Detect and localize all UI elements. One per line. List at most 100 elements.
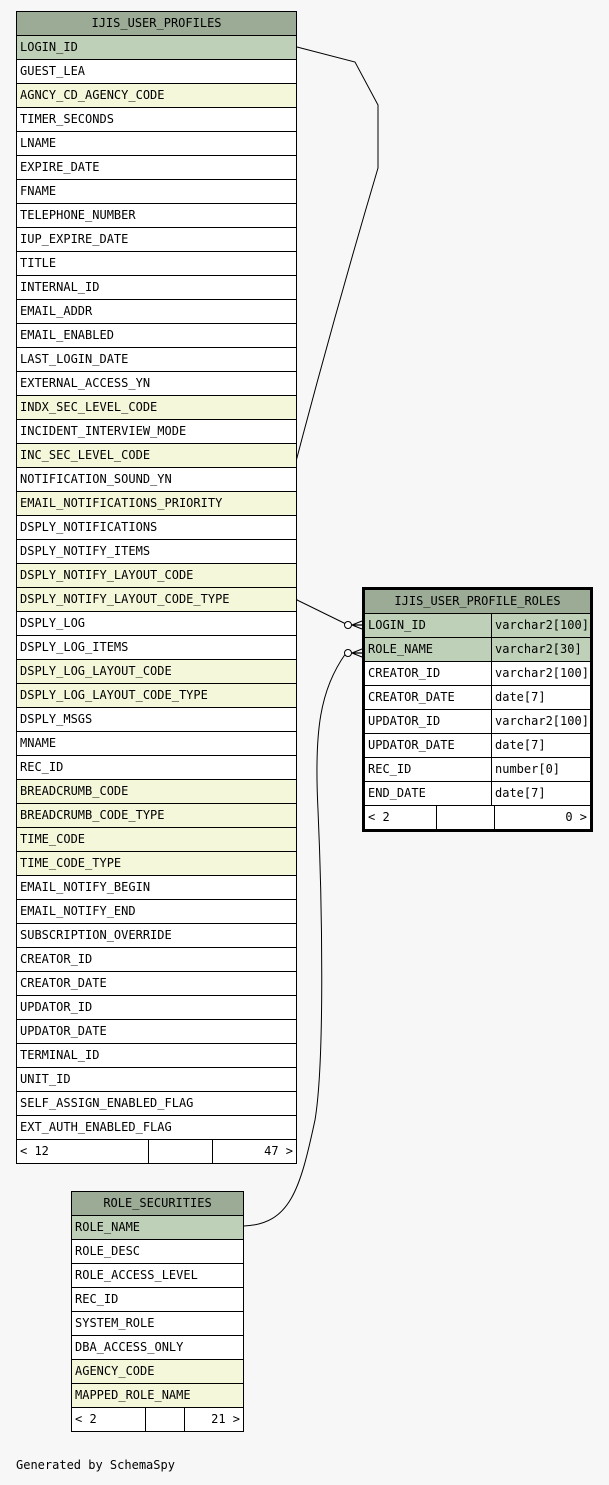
column-name: INCIDENT_INTERVIEW_MODE — [20, 424, 187, 438]
column-row[interactable]: SYSTEM_ROLE — [72, 1312, 243, 1336]
column-row[interactable]: EMAIL_ADDR — [17, 300, 296, 324]
footer-parents-count: < 12 — [20, 1144, 49, 1158]
column-row[interactable]: DSPLY_NOTIFY_ITEMS — [17, 540, 296, 564]
column-row[interactable]: LOGIN_ID varchar2[100] — [365, 614, 590, 638]
column-name: DSPLY_LOG_ITEMS — [20, 640, 129, 654]
column-row[interactable]: LAST_LOGIN_DATE — [17, 348, 296, 372]
column-row[interactable]: INCIDENT_INTERVIEW_MODE — [17, 420, 296, 444]
column-row[interactable]: TELEPHONE_NUMBER — [17, 204, 296, 228]
column-row[interactable]: TIMER_SECONDS — [17, 108, 296, 132]
column-row[interactable]: BREADCRUMB_CODE_TYPE — [17, 804, 296, 828]
column-row[interactable]: NOTIFICATION_SOUND_YN — [17, 468, 296, 492]
column-row[interactable]: BREADCRUMB_CODE — [17, 780, 296, 804]
column-row[interactable]: UPDATOR_ID — [17, 996, 296, 1020]
column-row[interactable]: EXPIRE_DATE — [17, 156, 296, 180]
column-row[interactable]: LNAME — [17, 132, 296, 156]
column-type: varchar2[100] — [491, 614, 590, 637]
column-name: CREATOR_ID — [20, 952, 93, 966]
column-row[interactable]: AGNCY_CD_AGENCY_CODE — [17, 84, 296, 108]
column-type: date[7] — [491, 686, 590, 709]
column-row[interactable]: GUEST_LEA — [17, 60, 296, 84]
column-name: DSPLY_MSGS — [20, 712, 93, 726]
column-row[interactable]: REC_ID — [72, 1288, 243, 1312]
column-row[interactable]: AGENCY_CODE — [72, 1360, 243, 1384]
column-row[interactable]: ROLE_DESC — [72, 1240, 243, 1264]
column-row[interactable]: ROLE_ACCESS_LEVEL — [72, 1264, 243, 1288]
column-name: DSPLY_LOG_LAYOUT_CODE — [20, 664, 172, 678]
column-name: UPDATOR_ID — [368, 714, 441, 728]
column-name: TELEPHONE_NUMBER — [20, 208, 136, 222]
column-row[interactable]: LOGIN_ID — [17, 36, 296, 60]
column-row[interactable]: DSPLY_MSGS — [17, 708, 296, 732]
column-name: MNAME — [20, 736, 57, 750]
column-row[interactable]: UPDATOR_DATE — [17, 1020, 296, 1044]
column-name: DSPLY_LOG_LAYOUT_CODE_TYPE — [20, 688, 208, 702]
column-row[interactable]: INTERNAL_ID — [17, 276, 296, 300]
column-row[interactable]: DSPLY_LOG — [17, 612, 296, 636]
column-name: SELF_ASSIGN_ENABLED_FLAG — [20, 1096, 194, 1110]
column-row[interactable]: INC_SEC_LEVEL_CODE — [17, 444, 296, 468]
column-name: EMAIL_NOTIFY_END — [20, 904, 136, 918]
column-row[interactable]: UNIT_ID — [17, 1068, 296, 1092]
column-row[interactable]: TERMINAL_ID — [17, 1044, 296, 1068]
column-row[interactable]: EMAIL_NOTIFY_END — [17, 900, 296, 924]
column-name: REC_ID — [368, 762, 412, 776]
column-row[interactable]: EXTERNAL_ACCESS_YN — [17, 372, 296, 396]
column-name: LAST_LOGIN_DATE — [20, 352, 129, 366]
column-row[interactable]: EXT_AUTH_ENABLED_FLAG — [17, 1116, 296, 1140]
column-name: REC_ID — [20, 760, 64, 774]
column-name: AGNCY_CD_AGENCY_CODE — [20, 88, 165, 102]
column-name: ROLE_NAME — [368, 642, 434, 656]
column-row[interactable]: DSPLY_LOG_LAYOUT_CODE — [17, 660, 296, 684]
column-name: EXT_AUTH_ENABLED_FLAG — [20, 1120, 172, 1134]
column-row[interactable]: EMAIL_NOTIFICATIONS_PRIORITY — [17, 492, 296, 516]
column-name: REC_ID — [75, 1292, 119, 1306]
column-row[interactable]: ROLE_NAME — [72, 1216, 243, 1240]
column-name: TIME_CODE — [20, 832, 86, 846]
column-list: LOGIN_ID GUEST_LEA AGNCY_CD_AGENCY_CODE TIM… — [17, 36, 296, 1140]
column-row[interactable]: EMAIL_NOTIFY_BEGIN — [17, 876, 296, 900]
column-name: ROLE_NAME — [75, 1220, 141, 1234]
column-name: BREADCRUMB_CODE_TYPE — [20, 808, 165, 822]
column-row[interactable]: REC_ID — [17, 756, 296, 780]
column-name: LOGIN_ID — [20, 40, 78, 54]
column-row[interactable]: DSPLY_LOG_ITEMS — [17, 636, 296, 660]
footer-children-count: 47 > — [212, 1140, 296, 1163]
column-row[interactable]: DSPLY_NOTIFICATIONS — [17, 516, 296, 540]
column-row[interactable]: MNAME — [17, 732, 296, 756]
column-row[interactable]: IUP_EXPIRE_DATE — [17, 228, 296, 252]
column-row[interactable]: ROLE_NAME varchar2[30] — [365, 638, 590, 662]
column-row[interactable]: MAPPED_ROLE_NAME — [72, 1384, 243, 1408]
column-row[interactable]: REC_ID number[0] — [365, 758, 590, 782]
column-row[interactable]: DSPLY_NOTIFY_LAYOUT_CODE — [17, 564, 296, 588]
column-row[interactable]: CREATOR_ID — [17, 948, 296, 972]
column-row[interactable]: INDX_SEC_LEVEL_CODE — [17, 396, 296, 420]
column-row[interactable]: EMAIL_ENABLED — [17, 324, 296, 348]
column-row[interactable]: CREATOR_DATE — [17, 972, 296, 996]
column-row[interactable]: DSPLY_NOTIFY_LAYOUT_CODE_TYPE — [17, 588, 296, 612]
column-row[interactable]: SUBSCRIPTION_OVERRIDE — [17, 924, 296, 948]
column-row[interactable]: DBA_ACCESS_ONLY — [72, 1336, 243, 1360]
column-name: LOGIN_ID — [368, 618, 426, 632]
column-row[interactable]: TITLE — [17, 252, 296, 276]
column-name: DSPLY_NOTIFY_LAYOUT_CODE — [20, 568, 194, 582]
column-row[interactable]: DSPLY_LOG_LAYOUT_CODE_TYPE — [17, 684, 296, 708]
column-row[interactable]: FNAME — [17, 180, 296, 204]
footer-children-count: 0 > — [494, 806, 590, 829]
column-type: varchar2[30] — [491, 638, 590, 661]
column-type: varchar2[100] — [491, 662, 590, 685]
crowfoot-login-id — [351, 620, 363, 630]
column-row[interactable]: TIME_CODE_TYPE — [17, 852, 296, 876]
column-row[interactable]: SELF_ASSIGN_ENABLED_FLAG — [17, 1092, 296, 1116]
column-row[interactable]: TIME_CODE — [17, 828, 296, 852]
column-type: date[7] — [491, 734, 590, 757]
column-type: number[0] — [491, 758, 590, 781]
